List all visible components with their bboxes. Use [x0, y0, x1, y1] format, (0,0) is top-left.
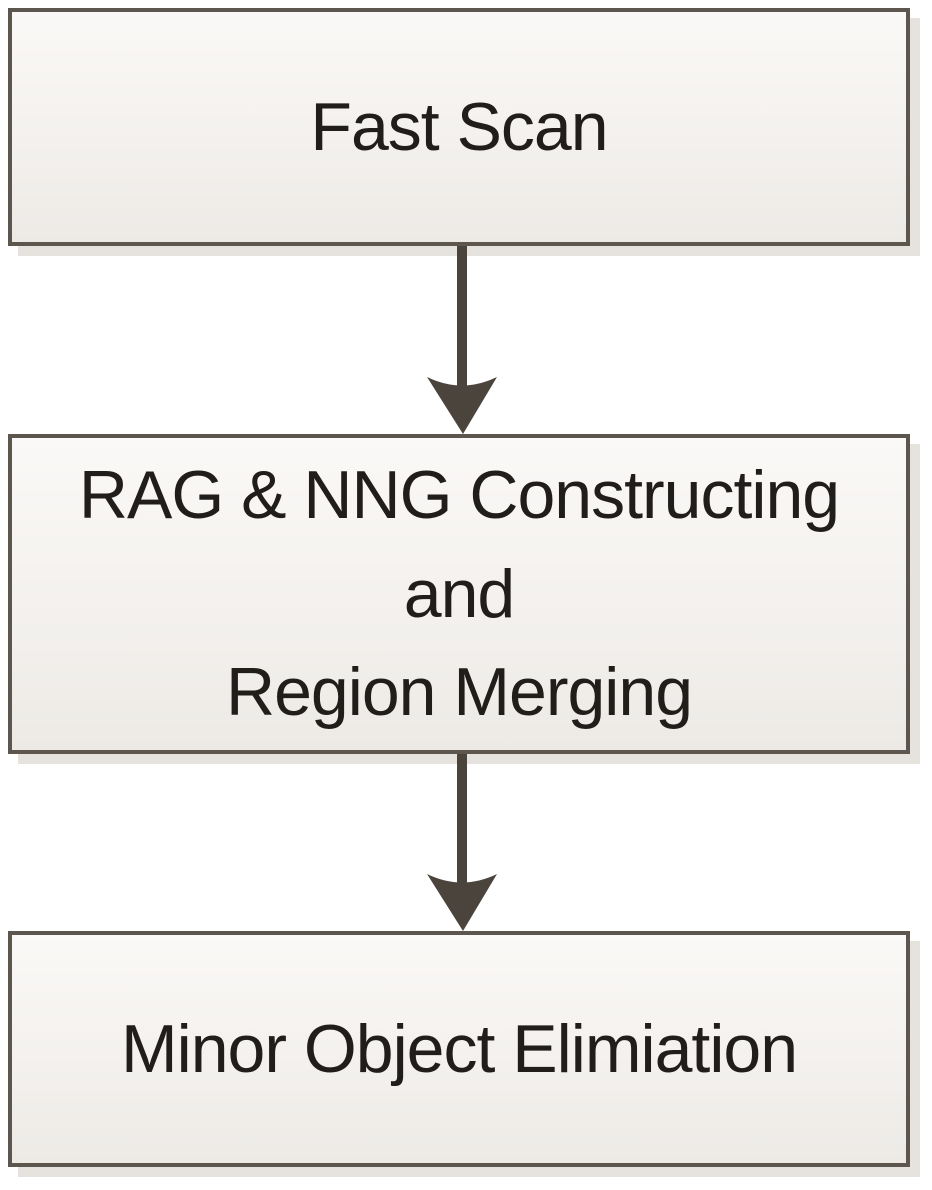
flow-step-fast-scan: Fast Scan [8, 8, 910, 246]
down-arrow-icon [427, 754, 497, 931]
arrow-shaft [457, 754, 467, 888]
flow-step-minor-object-elimination-label: Minor Object Elimiation [120, 1010, 798, 1087]
arrow-shaft [457, 246, 467, 391]
arrow-head-icon [427, 377, 497, 434]
flow-step-fast-scan-label: Fast Scan [310, 88, 608, 165]
arrow-head-icon [427, 874, 497, 931]
flow-step-2-line-2: and [403, 555, 515, 632]
flow-step-minor-object-elimination: Minor Object Elimiation [8, 931, 910, 1167]
flow-step-2-line-3: Region Merging [225, 654, 693, 731]
flow-step-2-line-1: RAG & NNG Constructing [78, 457, 840, 534]
down-arrow-icon [427, 246, 497, 434]
flow-step-rag-nng-region-merging: RAG & NNG Constructing and Region Mergin… [8, 434, 910, 754]
